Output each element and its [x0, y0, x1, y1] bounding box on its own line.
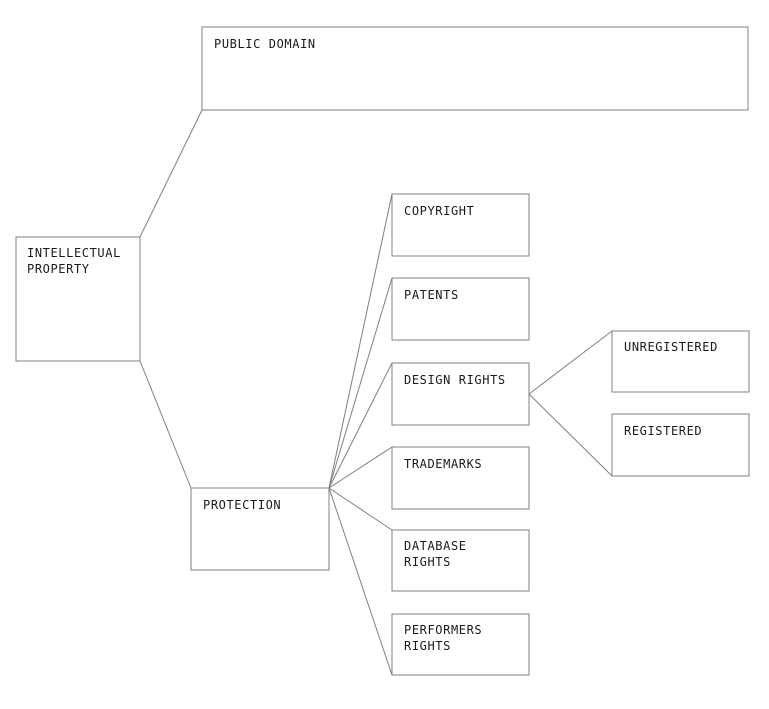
- node-label: TRADEMARKS: [404, 457, 482, 471]
- node-registered: REGISTERED: [611, 413, 750, 477]
- connector-protection-to-patents: [328, 277, 393, 489]
- svg-text:PERFORMERS RIGHTS: PERFORMERS RIGHTS: [404, 623, 490, 653]
- connector-design-rights-to-registered: [528, 393, 613, 477]
- node-label-line-2: RIGHTS: [404, 639, 451, 653]
- node-label: COPYRIGHT: [404, 204, 474, 218]
- node-unregistered: UNREGISTERED: [611, 330, 750, 393]
- svg-text:DATABASE RIGHTS: DATABASE RIGHTS: [404, 539, 474, 569]
- svg-text:PATENTS: PATENTS: [404, 288, 459, 302]
- node-patents: PATENTS: [391, 277, 530, 341]
- node-label-line-1: DATABASE: [404, 539, 467, 553]
- node-label: DESIGN RIGHTS: [404, 373, 506, 387]
- connector-ip-to-protection: [139, 360, 192, 489]
- svg-text:COPYRIGHT: COPYRIGHT: [404, 204, 474, 218]
- node-label: PUBLIC DOMAIN: [214, 37, 316, 51]
- connector-protection-to-trademarks: [328, 446, 393, 489]
- node-protection: PROTECTION: [190, 487, 330, 571]
- connector-ip-to-public-domain: [139, 109, 203, 238]
- svg-text:DESIGN RIGHTS: DESIGN RIGHTS: [404, 373, 506, 387]
- connectors: [139, 109, 613, 676]
- connector-protection-to-performers-rights: [328, 487, 393, 676]
- svg-text:REGISTERED: REGISTERED: [624, 424, 702, 438]
- svg-text:UNREGISTERED: UNREGISTERED: [624, 340, 718, 354]
- svg-text:PUBLIC DOMAIN: PUBLIC DOMAIN: [214, 37, 316, 51]
- node-label-line-2: PROPERTY: [27, 262, 90, 276]
- node-label: PATENTS: [404, 288, 459, 302]
- node-label: UNREGISTERED: [624, 340, 718, 354]
- node-intellectual-property: INTELLECTUAL PROPERTY: [15, 236, 141, 362]
- node-label-line-2: RIGHTS: [404, 555, 451, 569]
- node-performers-rights: PERFORMERS RIGHTS: [391, 613, 530, 676]
- connector-design-rights-to-unregistered: [528, 330, 613, 395]
- svg-text:PROTECTION: PROTECTION: [203, 498, 281, 512]
- svg-text:INTELLECTUAL PROPERTY: INTELLECTUAL PROPERTY: [27, 246, 129, 276]
- node-design-rights: DESIGN RIGHTS: [391, 362, 530, 426]
- connector-protection-to-database-rights: [328, 487, 393, 531]
- svg-text:TRADEMARKS: TRADEMARKS: [404, 457, 482, 471]
- node-trademarks: TRADEMARKS: [391, 446, 530, 510]
- node-label-line-1: INTELLECTUAL: [27, 246, 121, 260]
- node-label: REGISTERED: [624, 424, 702, 438]
- node-copyright: COPYRIGHT: [391, 193, 530, 257]
- connector-protection-to-design-rights: [328, 362, 393, 489]
- node-label-line-1: PERFORMERS: [404, 623, 482, 637]
- node-label: PROTECTION: [203, 498, 281, 512]
- connector-protection-to-copyright: [328, 193, 393, 489]
- node-database-rights: DATABASE RIGHTS: [391, 529, 530, 592]
- node-public-domain: PUBLIC DOMAIN: [201, 26, 749, 111]
